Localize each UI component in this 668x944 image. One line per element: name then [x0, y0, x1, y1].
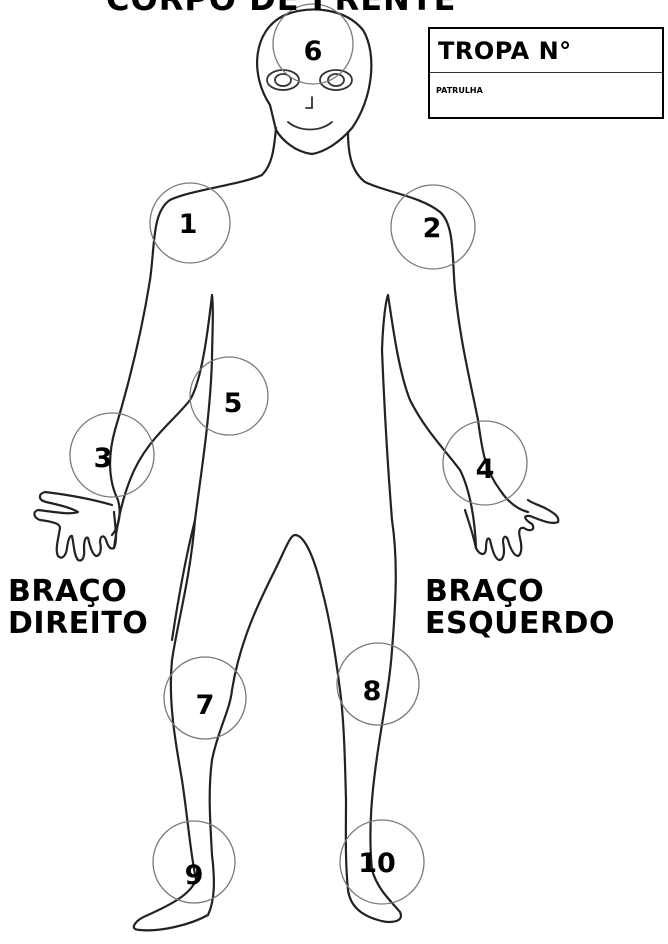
- troop-number-field[interactable]: TROPA N°: [430, 29, 662, 73]
- troop-info-box: TROPA N° PATRULHA: [428, 27, 664, 119]
- marker-number-10: 10: [358, 848, 396, 879]
- right-arm-label-line2: DIREITO: [8, 608, 148, 640]
- troop-number-label: TROPA N°: [438, 37, 572, 65]
- left-arm-label-line1: BRAÇO: [425, 576, 615, 608]
- body-outline-right-side: [348, 132, 528, 512]
- marker-8: 8: [337, 643, 419, 725]
- patrol-field[interactable]: PATRULHA: [430, 73, 662, 97]
- left-hand-outline: [476, 500, 558, 560]
- marker-number-8: 8: [363, 676, 382, 707]
- left-arm-label-line2: ESQUERDO: [425, 608, 615, 640]
- marker-number-1: 1: [179, 209, 198, 240]
- marker-number-2: 2: [423, 213, 442, 244]
- marker-number-4: 4: [476, 454, 495, 485]
- right-leg-outer-outline: [172, 520, 195, 640]
- marker-2: 2: [391, 185, 475, 269]
- marker-number-9: 9: [185, 860, 204, 891]
- head-outline: [257, 10, 371, 154]
- page-title: CORPO DE FRENTE: [106, 0, 457, 15]
- marker-7: 7: [164, 657, 246, 739]
- body-outline-left-side: [110, 128, 276, 535]
- marker-1: 1: [150, 183, 230, 263]
- patrol-label: PATRULHA: [436, 86, 483, 95]
- marker-number-6: 6: [304, 36, 323, 67]
- right-hand-outline: [34, 492, 116, 561]
- right-arm-label-line1: BRAÇO: [8, 576, 148, 608]
- marker-9: 9: [153, 821, 235, 903]
- marker-5: 5: [190, 357, 268, 435]
- marker-number-3: 3: [94, 443, 113, 474]
- marker-number-7: 7: [196, 690, 215, 721]
- marker-number-5: 5: [224, 388, 243, 419]
- mouth-icon: [288, 122, 332, 130]
- right-arm-label: BRAÇO DIREITO: [8, 576, 148, 640]
- left-arm-label: BRAÇO ESQUERDO: [425, 576, 615, 640]
- left-eye-icon: [320, 70, 352, 90]
- nose-icon: [306, 97, 312, 108]
